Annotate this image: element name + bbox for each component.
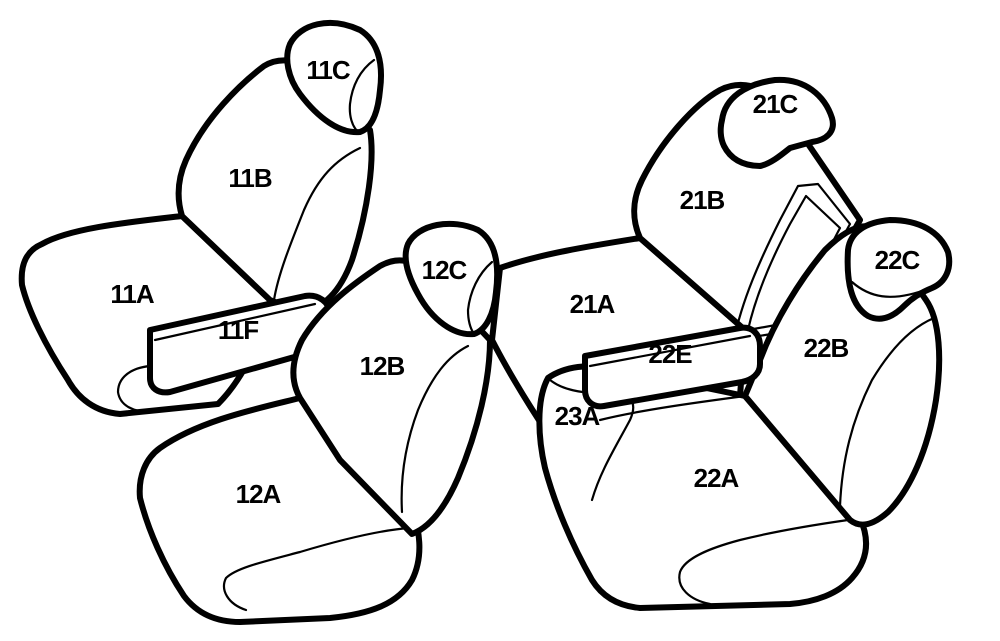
part-12B-side-bolster (400, 344, 470, 514)
label-11C: 11C (306, 55, 350, 85)
label-21A: 21A (570, 289, 616, 319)
label-22A: 22A (694, 463, 740, 493)
label-12B: 12B (360, 351, 405, 381)
part-12A-front-welt (222, 526, 412, 612)
part-22A-inner-line (598, 394, 747, 422)
seat-rear-bench (489, 76, 953, 611)
part-22E-top-edge (588, 334, 752, 368)
label-12A: 12A (236, 479, 282, 509)
label-22C: 22C (875, 245, 921, 275)
part-11B-side-bolster (272, 146, 362, 302)
part-11A-front-welt (116, 364, 152, 414)
part-11C-headrest (284, 20, 384, 136)
part-labels: 11C 11B 11A 11F 12C 12B 12A 21C 21B 21A … (110, 55, 921, 509)
part-11F-top-edge (153, 302, 317, 342)
label-11B: 11B (228, 163, 271, 193)
label-21B: 21B (680, 185, 725, 215)
label-22E: 22E (648, 339, 692, 369)
part-22E-armrest (582, 324, 763, 410)
part-12C-headrest (402, 220, 501, 338)
label-21C: 21C (753, 89, 799, 119)
part-12C-side-line (466, 260, 494, 336)
label-11A: 11A (110, 279, 154, 309)
label-22B: 22B (804, 333, 849, 363)
label-23A: 23A (555, 401, 601, 431)
part-22A-front-welt (678, 518, 850, 606)
part-22C-lower-edge (850, 280, 932, 298)
seat-12 (136, 220, 501, 625)
part-11C-side-line (348, 58, 376, 134)
label-12C: 12C (422, 255, 468, 285)
part-21C-headrest (717, 76, 836, 169)
label-11F: 11F (218, 315, 258, 345)
part-22B-side-bolster (838, 316, 936, 508)
